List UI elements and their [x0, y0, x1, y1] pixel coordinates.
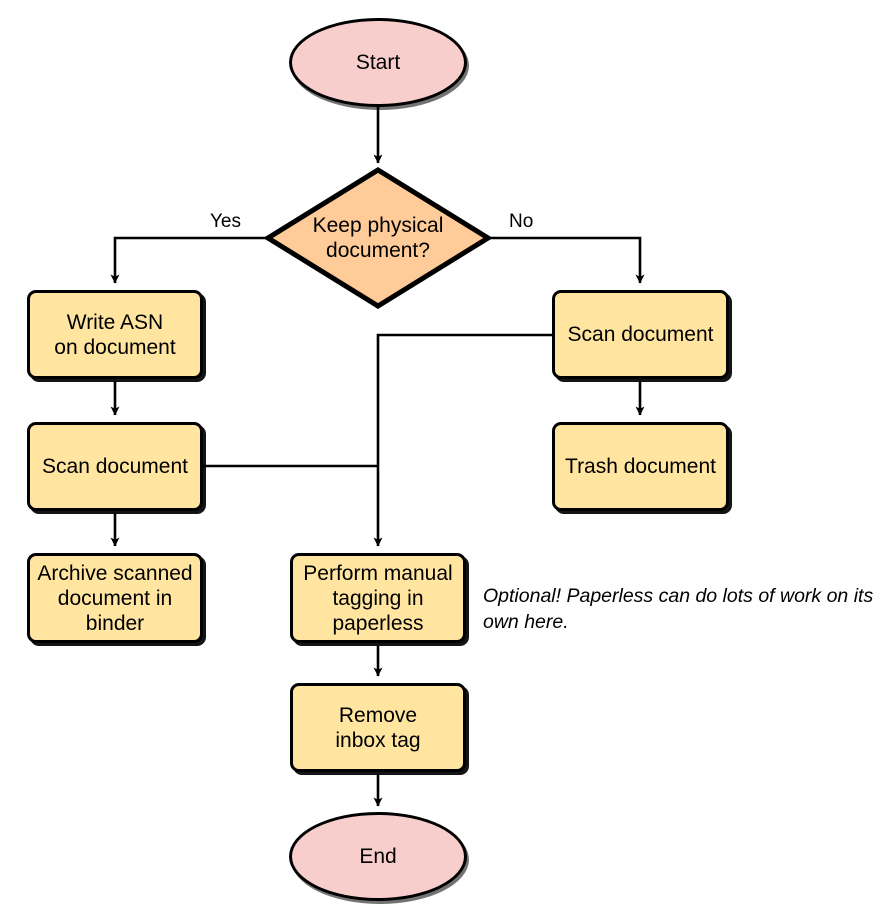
node-decision-label: Keep physical document?: [265, 213, 491, 263]
node-archive-label-line3: binder: [85, 611, 145, 635]
node-trash-document[interactable]: Trash document: [552, 422, 729, 511]
node-manual-tagging-label: Perform manual tagging in paperless: [303, 561, 452, 636]
node-scan-document-right-label: Scan document: [567, 323, 714, 346]
node-decision-label-line2: document?: [326, 239, 430, 262]
edge-label-yes: Yes: [210, 211, 241, 232]
node-start-label: Start: [355, 51, 401, 74]
edge-decision-yes-to-write-asn: [110, 236, 267, 284]
node-trash-document-label: Trash document: [565, 455, 716, 478]
node-scan-document-right[interactable]: Scan document: [552, 290, 729, 379]
edge-decision-no-to-scan-right: [489, 236, 645, 284]
node-decision-label-line1: Keep physical: [312, 214, 444, 237]
node-write-asn-label-line2: on document: [54, 335, 176, 359]
node-start[interactable]: Start: [289, 18, 467, 107]
node-archive-scanned-document[interactable]: Archive scanned document in binder: [27, 553, 203, 643]
node-end[interactable]: End: [289, 812, 467, 901]
node-manual-tagging-label-line3: paperless: [332, 611, 424, 635]
node-archive-label: Archive scanned document in binder: [37, 561, 192, 636]
node-manual-tagging-label-line1: Perform manual: [303, 561, 453, 585]
node-remove-inbox-tag[interactable]: Remove inbox tag: [290, 683, 466, 772]
node-write-asn-on-document[interactable]: Write ASN on document: [27, 290, 203, 379]
node-manual-tagging-label-line2: tagging in: [332, 586, 424, 610]
node-archive-label-line1: Archive scanned: [37, 561, 193, 585]
diamond-shape: [265, 167, 491, 309]
node-end-label: End: [359, 845, 397, 868]
node-write-asn-label: Write ASN on document: [54, 310, 175, 360]
node-archive-label-line2: document in: [57, 586, 173, 610]
node-perform-manual-tagging[interactable]: Perform manual tagging in paperless: [290, 553, 466, 643]
node-remove-inbox-label-line1: Remove: [338, 703, 418, 727]
edge-scan-right-to-manual-tagging: [373, 333, 552, 547]
node-decision-keep-physical-document[interactable]: Keep physical document?: [265, 167, 491, 309]
node-scan-document-left-label: Scan document: [42, 455, 188, 478]
node-remove-inbox-label-line2: inbox tag: [335, 728, 421, 752]
node-scan-document-left[interactable]: Scan document: [27, 422, 203, 511]
edge-label-no: No: [509, 211, 534, 232]
node-write-asn-label-line1: Write ASN: [66, 310, 164, 334]
annotation-optional-note: Optional! Paperless can do lots of work …: [483, 585, 874, 633]
node-remove-inbox-label: Remove inbox tag: [335, 703, 420, 753]
